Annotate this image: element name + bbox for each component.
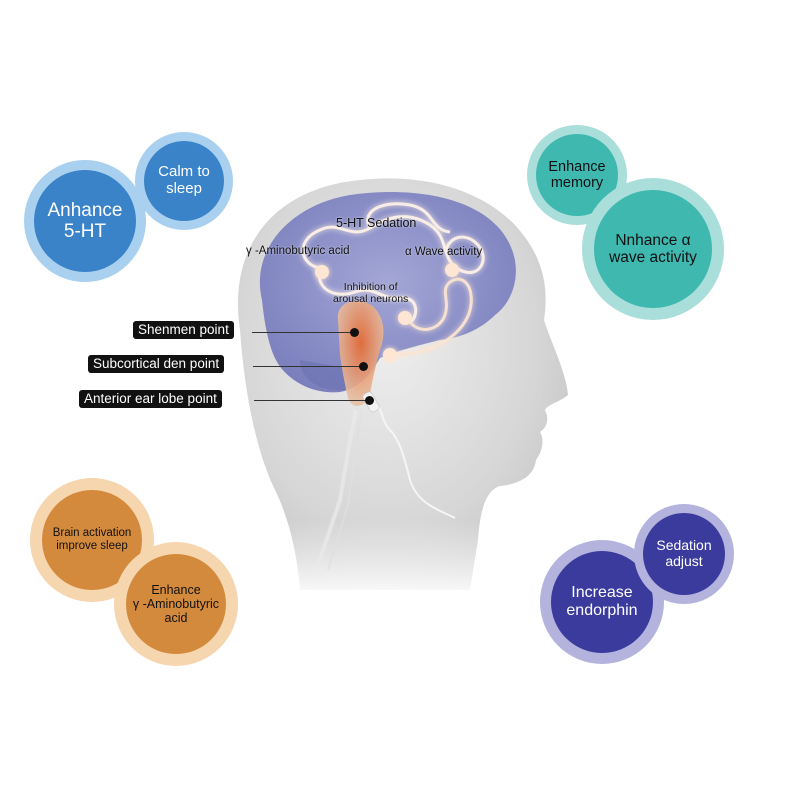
- tag-anterior-ear-lobe-point: Anterior ear lobe point: [79, 390, 222, 408]
- label-inhibition-line1: Inhibition of: [343, 281, 398, 293]
- bubble-text: endorphin: [566, 602, 638, 619]
- bubble-text: Calm to: [158, 163, 210, 181]
- dot-shenmen: [350, 328, 359, 337]
- bubble-text: wave activity: [609, 249, 697, 266]
- tag-subcortical-point: Subcortical den point: [88, 355, 225, 373]
- label-5ht-sedation: 5-HT Sedation: [336, 216, 417, 230]
- leader-line-anterior: [254, 400, 366, 401]
- bubble-text: Anhance: [47, 199, 123, 221]
- label-alpha-wave: α Wave activity: [405, 246, 483, 258]
- bubble-text: Nnhance α: [615, 231, 691, 249]
- bubble-text: γ -Aminobutyric: [132, 597, 220, 611]
- bubble-text: 5-HT: [63, 221, 107, 242]
- dot-anterior: [365, 396, 374, 405]
- tag-shenmen-point: Shenmen point: [133, 321, 234, 339]
- bubble-text: sleep: [166, 180, 202, 197]
- bubble-text: Brain activation: [52, 527, 132, 540]
- bubble-text: Enhance: [151, 583, 201, 597]
- bubble-text: Increase: [571, 584, 633, 602]
- dot-subcortical: [359, 362, 368, 371]
- label-gaba: γ -Aminobutyric acid: [246, 245, 350, 257]
- label-inhibition: Inhibition of arousal neurons: [333, 281, 408, 305]
- leader-line-subcortical: [253, 366, 361, 367]
- label-inhibition-line2: arousal neurons: [333, 293, 409, 306]
- bubble-text: acid: [164, 611, 188, 625]
- bubble-text: improve sleep: [56, 540, 128, 552]
- leader-line-shenmen: [252, 332, 352, 333]
- bubble-text: memory: [550, 175, 604, 191]
- bubble-text: Sedation: [656, 537, 712, 554]
- bubble-text: adjust: [665, 553, 703, 569]
- bubble-text: Enhance: [548, 158, 606, 175]
